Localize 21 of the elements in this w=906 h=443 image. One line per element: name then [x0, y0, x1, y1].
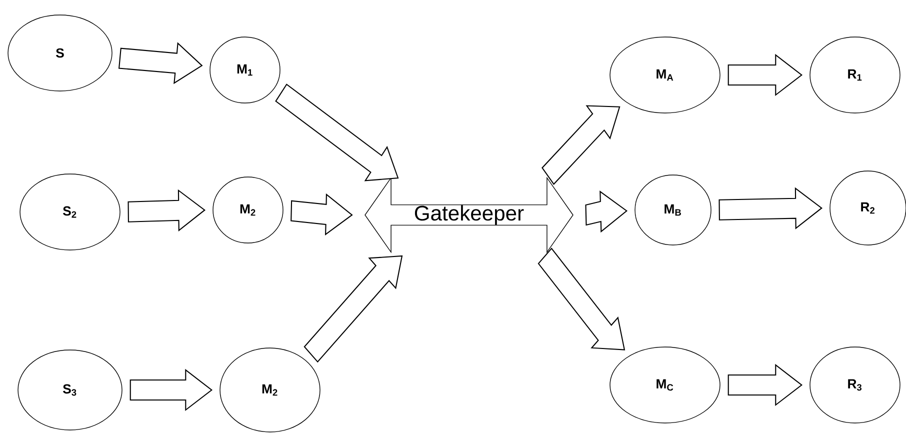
- ellipse-node: M$_{2}$: [220, 348, 320, 432]
- ellipse-node: M$_{A}$: [610, 36, 720, 114]
- ellipse-node: S: [8, 14, 112, 92]
- block-arrow: [290, 193, 353, 236]
- ellipse-node: S$_{3}$: [18, 350, 122, 430]
- block-arrow: [128, 189, 206, 232]
- block-arrow: [130, 368, 213, 412]
- ellipse-node: M$_{2}$: [212, 176, 284, 244]
- block-arrow: [728, 364, 803, 406]
- block-arrow: [585, 190, 628, 233]
- ellipse-node: M$_{B}$: [634, 174, 712, 246]
- ellipse-node: R$_{1}$: [810, 36, 900, 114]
- block-arrow: [542, 105, 620, 185]
- block-arrow: [275, 84, 399, 182]
- block-arrow: [728, 54, 803, 96]
- block-arrow: [718, 187, 822, 230]
- block-arrow: [538, 248, 626, 350]
- ellipse-node: M$_{1}$: [210, 36, 280, 104]
- ellipse-node: S$_{2}$: [20, 174, 120, 250]
- ellipse-node: R$_{3}$: [810, 346, 900, 424]
- ellipse-node: M$_{C}$: [610, 346, 720, 424]
